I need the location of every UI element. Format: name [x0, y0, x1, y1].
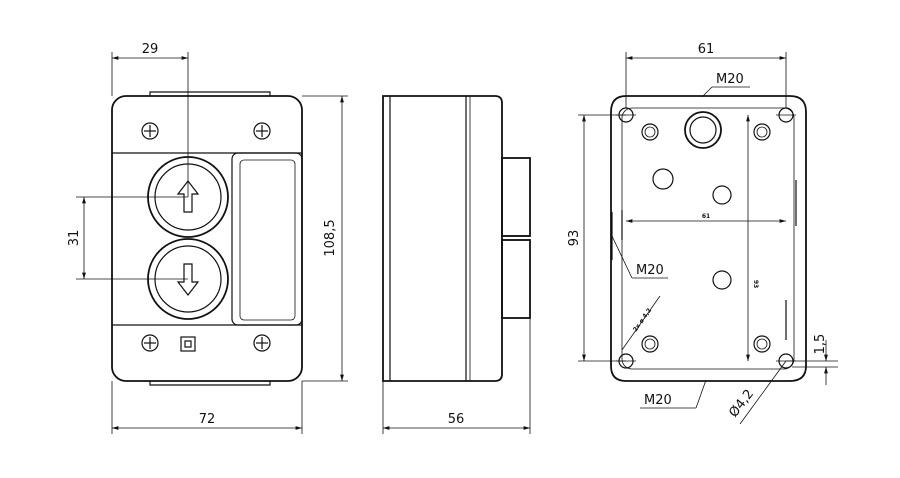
- dim-back-inner-width: 61: [702, 213, 710, 220]
- dim-back-width-top: 61: [698, 42, 715, 57]
- back-view: 61 M20 61 93 M20 93 2x ø 4,2 1,5 M20: [567, 42, 838, 425]
- arrow-up-icon: [176, 180, 200, 213]
- label-m20-top: M20: [716, 72, 744, 87]
- arrow-down-icon: [176, 263, 200, 296]
- front-view: 29 31 108,5 72: [67, 42, 348, 434]
- mount-hole-icon: [776, 107, 796, 123]
- label-hole-diameter: Ø4,2: [726, 387, 757, 421]
- side-view: 56: [382, 95, 531, 434]
- dim-front-width-bottom: 72: [199, 412, 216, 427]
- screw-icon: [253, 122, 271, 140]
- dim-back-inner-height: 93: [752, 280, 759, 288]
- note-hole-count: 2x ø 4,2: [632, 307, 653, 333]
- dim-back-offset: 1,5: [813, 334, 828, 355]
- screw-icon: [253, 334, 271, 352]
- dim-front-spacing: 31: [67, 230, 82, 247]
- dim-back-height: 93: [567, 230, 582, 247]
- dim-front-height: 108,5: [323, 219, 338, 256]
- indicator-square-icon: [180, 336, 196, 352]
- dim-front-width-top: 29: [142, 42, 159, 57]
- label-m20-left: M20: [636, 263, 664, 278]
- screw-icon: [141, 334, 159, 352]
- label-m20-bottom: M20: [644, 393, 672, 408]
- cable-gland-icon: [684, 111, 722, 149]
- dim-side-depth: 56: [448, 412, 465, 427]
- front-housing-outline: [111, 95, 303, 382]
- screw-icon: [141, 122, 159, 140]
